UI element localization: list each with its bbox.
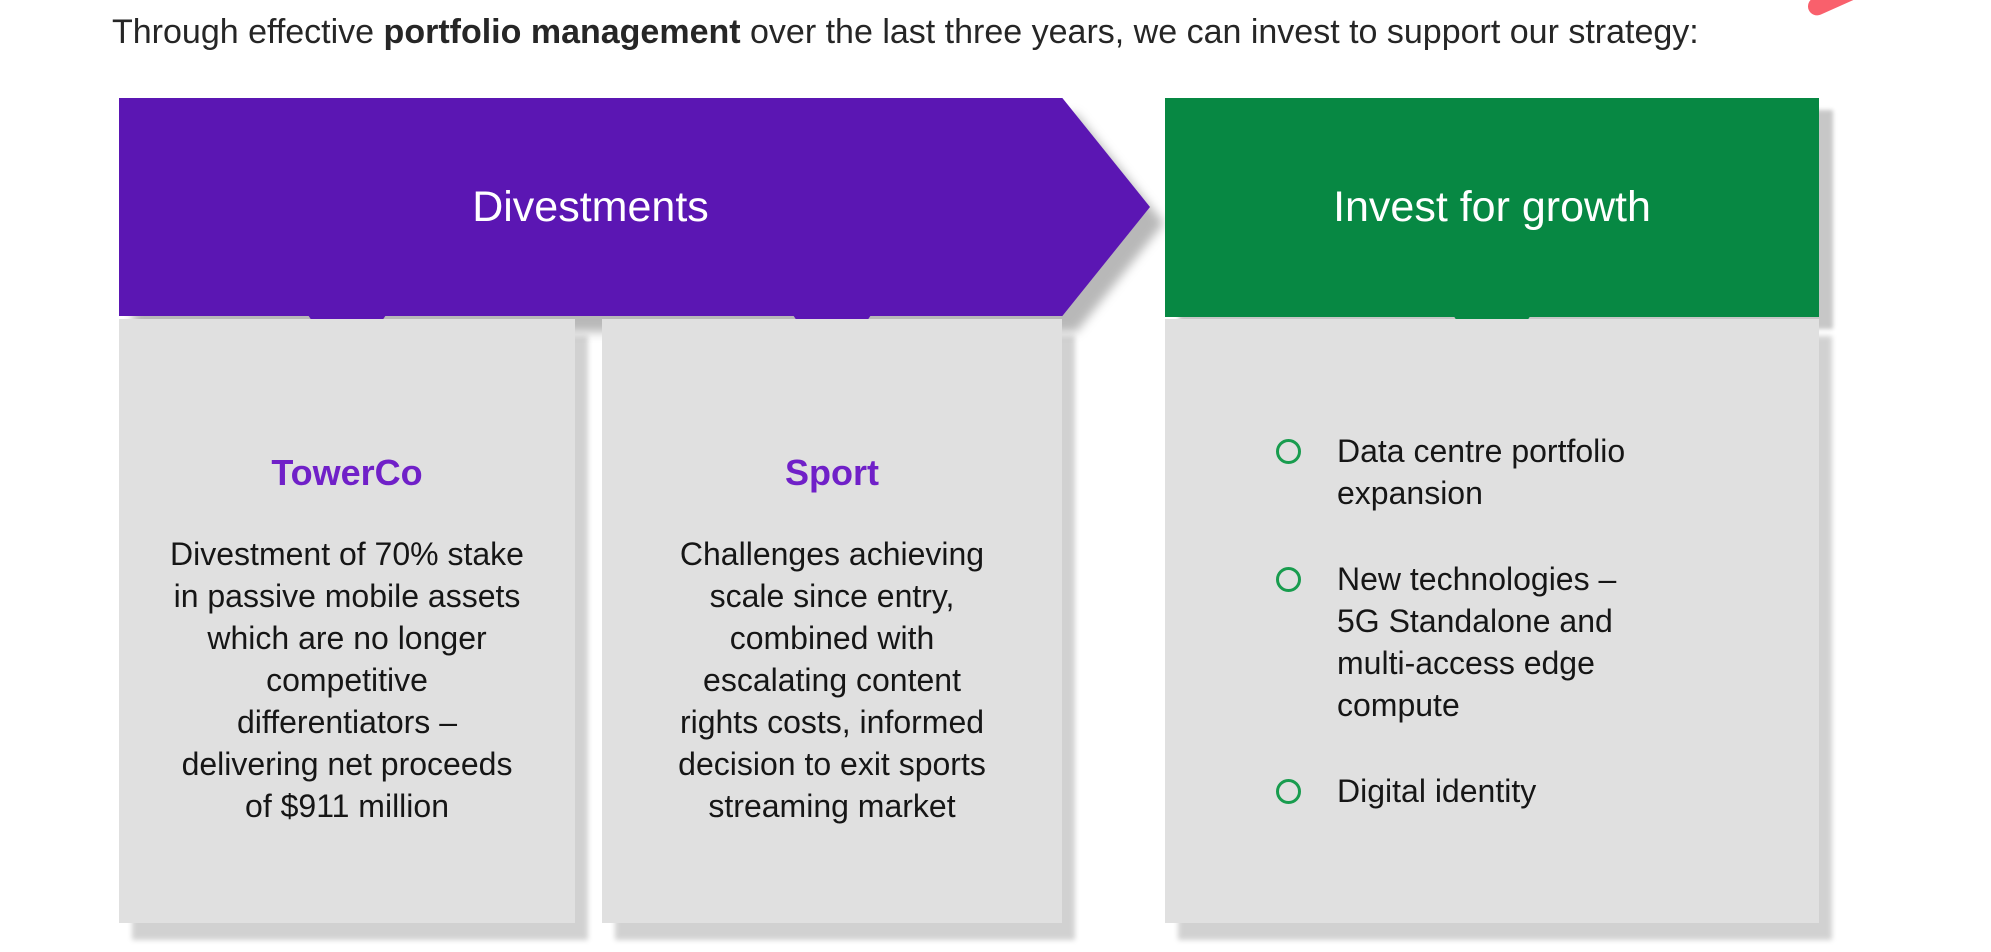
card-sport-body: Challenges achieving scale since entry, … bbox=[678, 536, 986, 824]
card-towerco: TowerCo Divestment of 70% stake in passi… bbox=[119, 319, 575, 923]
header-text-pre: Through effective bbox=[112, 13, 384, 51]
list-item: New technologies – 5G Standalone and mul… bbox=[1276, 558, 1799, 726]
divestments-banner-label: Divestments bbox=[472, 182, 709, 231]
bullet-text-new-technologies: New technologies – 5G Standalone and mul… bbox=[1337, 561, 1617, 723]
bullet-text-data-centre: Data centre portfolio expansion bbox=[1337, 433, 1626, 511]
card-sport-title: Sport bbox=[785, 452, 879, 493]
circle-bullet-icon bbox=[1276, 779, 1301, 804]
card-sport: Sport Challenges achieving scale since e… bbox=[602, 319, 1062, 923]
header-text-bold: portfolio management bbox=[383, 13, 741, 51]
invest-banner-label: Invest for growth bbox=[1333, 183, 1651, 231]
card-invest-for-growth: Data centre portfolio expansion New tech… bbox=[1165, 319, 1819, 923]
list-item: Data centre portfolio expansion bbox=[1276, 430, 1799, 514]
header-sentence: Through effective portfolio management o… bbox=[112, 9, 1699, 55]
divestments-arrow-banner: Divestments bbox=[119, 98, 1150, 316]
invest-for-growth-banner: Invest for growth bbox=[1165, 98, 1819, 317]
header-text-post: over the last three years, we can invest… bbox=[740, 13, 1699, 51]
bullet-text-digital-identity: Digital identity bbox=[1337, 773, 1537, 809]
card-towerco-body: Divestment of 70% stake in passive mobil… bbox=[170, 536, 524, 824]
invest-bullet-list: Data centre portfolio expansion New tech… bbox=[1165, 319, 1819, 812]
arrow-shape bbox=[119, 98, 1150, 316]
circle-bullet-icon bbox=[1276, 439, 1301, 464]
pen-stroke-annotation bbox=[1805, 0, 1871, 19]
circle-bullet-icon bbox=[1276, 567, 1301, 592]
card-towerco-title: TowerCo bbox=[271, 452, 423, 493]
list-item: Digital identity bbox=[1276, 770, 1799, 812]
